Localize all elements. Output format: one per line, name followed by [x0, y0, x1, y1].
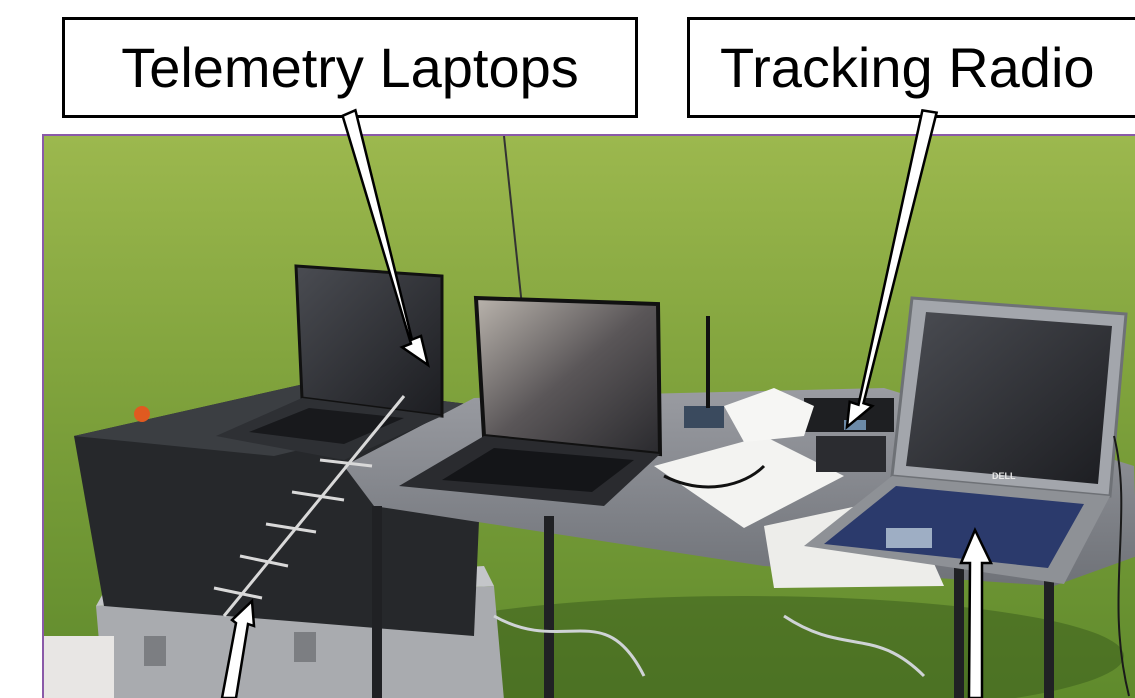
- photo-illustration: DELL: [44, 136, 1135, 698]
- telemetry-laptops-text: Telemetry Laptops: [121, 35, 579, 99]
- tracking-radio-label: Tracking Radio: [687, 17, 1135, 118]
- cable: [1113, 435, 1130, 697]
- right-laptop: DELL: [804, 296, 1128, 584]
- telemetry-laptops-label: Telemetry Laptops: [62, 17, 638, 118]
- table-shadow: [364, 596, 1124, 698]
- dell-logo-text: DELL: [992, 471, 1016, 481]
- cable: [663, 464, 766, 489]
- paper-sheet: [654, 436, 844, 528]
- antenna-mast: [503, 136, 523, 307]
- middle-laptop: [399, 295, 663, 506]
- small-receiver: [684, 406, 724, 428]
- cable: [493, 614, 646, 677]
- white-gloves: [724, 388, 814, 442]
- field-station-photo: DELL: [42, 134, 1135, 698]
- cable: [783, 614, 926, 678]
- tracking-radio-text: Tracking Radio: [720, 35, 1095, 99]
- yagi-antenna: [213, 395, 406, 617]
- white-box: [44, 636, 114, 698]
